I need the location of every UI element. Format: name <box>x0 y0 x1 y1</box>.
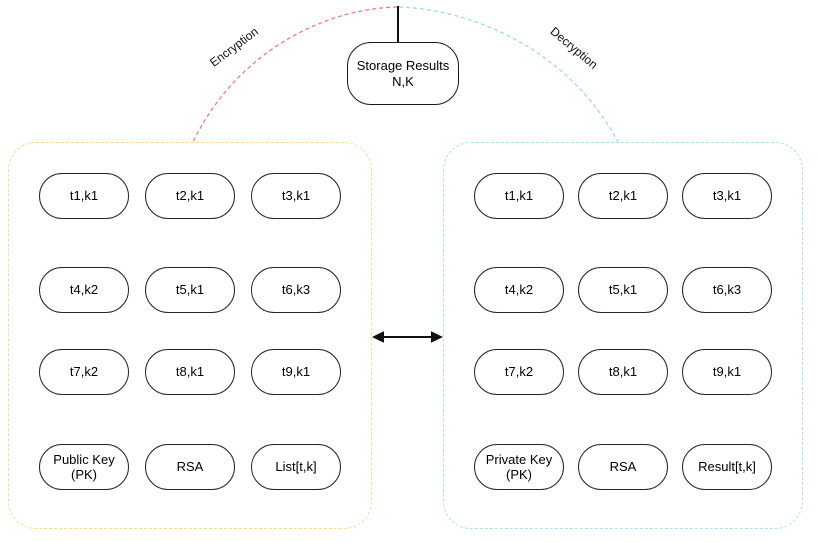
pill-label: Result[t,k] <box>698 459 756 475</box>
pill-t9k1: t9,k1 <box>251 349 341 395</box>
pill-label: t4,k2 <box>69 282 99 298</box>
pill-t9k1: t9,k1 <box>682 349 772 395</box>
pill-t3k1: t3,k1 <box>251 173 341 219</box>
pill-t6k3: t6,k3 <box>251 267 341 313</box>
decryption-edge <box>398 6 619 143</box>
pill-t7k2: t7,k2 <box>39 349 129 395</box>
pill-label: t1,k1 <box>69 188 99 204</box>
encryption-box: t1,k1 t2,k1 t3,k1 t4,k2 t5,k1 t6,k3 t7,k… <box>8 142 372 529</box>
pill-label: Public Key (PK) <box>53 451 115 482</box>
pill-t4k2: t4,k2 <box>39 267 129 313</box>
pill-label: t4,k2 <box>504 282 534 298</box>
pill-t7k2: t7,k2 <box>474 349 564 395</box>
pill-label: t3,k1 <box>712 188 742 204</box>
pill-label: t5,k1 <box>608 282 638 298</box>
pill-t3k1: t3,k1 <box>682 173 772 219</box>
pill-label: t6,k3 <box>281 282 311 298</box>
pill-row: t7,k2 t8,k1 t9,k1 <box>39 349 341 395</box>
pill-t5k1: t5,k1 <box>145 267 235 313</box>
pill-t2k1: t2,k1 <box>145 173 235 219</box>
storage-node-line2: N,K <box>392 73 414 89</box>
pill-private-key: Private Key (PK) <box>474 444 564 490</box>
pill-label: RSA <box>176 459 204 475</box>
pill-t8k1: t8,k1 <box>145 349 235 395</box>
pill-row: Private Key (PK) RSA Result[t,k] <box>474 444 772 490</box>
pill-label: t6,k3 <box>712 282 742 298</box>
pill-label: List[t,k] <box>275 459 317 475</box>
pill-t6k3: t6,k3 <box>682 267 772 313</box>
pill-t4k2: t4,k2 <box>474 267 564 313</box>
pill-public-key: Public Key (PK) <box>39 444 129 490</box>
pill-label: t3,k1 <box>281 188 311 204</box>
bidirectional-arrow <box>372 331 443 343</box>
pill-t5k1: t5,k1 <box>578 267 668 313</box>
storage-results-node: Storage Results N,K <box>347 42 459 105</box>
pill-label: t5,k1 <box>175 282 205 298</box>
pill-label: t1,k1 <box>504 188 534 204</box>
pill-t1k1: t1,k1 <box>39 173 129 219</box>
pill-label: t8,k1 <box>608 364 638 380</box>
pill-row: t4,k2 t5,k1 t6,k3 <box>474 267 772 313</box>
pill-result-tk: Result[t,k] <box>682 444 772 490</box>
pill-label: t9,k1 <box>281 364 311 380</box>
pill-row: Public Key (PK) RSA List[t,k] <box>39 444 341 490</box>
pill-t2k1: t2,k1 <box>578 173 668 219</box>
decryption-box: t1,k1 t2,k1 t3,k1 t4,k2 t5,k1 t6,k3 t7,k… <box>443 142 803 529</box>
pill-row: t7,k2 t8,k1 t9,k1 <box>474 349 772 395</box>
pill-t8k1: t8,k1 <box>578 349 668 395</box>
pill-rsa: RSA <box>578 444 668 490</box>
pill-row: t4,k2 t5,k1 t6,k3 <box>39 267 341 313</box>
storage-node-line1: Storage Results <box>356 57 450 73</box>
pill-label: t8,k1 <box>175 364 205 380</box>
pill-label: Private Key (PK) <box>485 451 553 482</box>
pill-label: t7,k2 <box>69 364 99 380</box>
pill-label: RSA <box>609 459 637 475</box>
pill-row: t1,k1 t2,k1 t3,k1 <box>39 173 341 219</box>
pill-t1k1: t1,k1 <box>474 173 564 219</box>
encryption-edge <box>192 6 398 143</box>
pill-list-tk: List[t,k] <box>251 444 341 490</box>
pill-label: t2,k1 <box>608 188 638 204</box>
pill-label: t9,k1 <box>712 364 742 380</box>
pill-label: t7,k2 <box>504 364 534 380</box>
pill-rsa: RSA <box>145 444 235 490</box>
pill-row: t1,k1 t2,k1 t3,k1 <box>474 173 772 219</box>
pill-label: t2,k1 <box>175 188 205 204</box>
